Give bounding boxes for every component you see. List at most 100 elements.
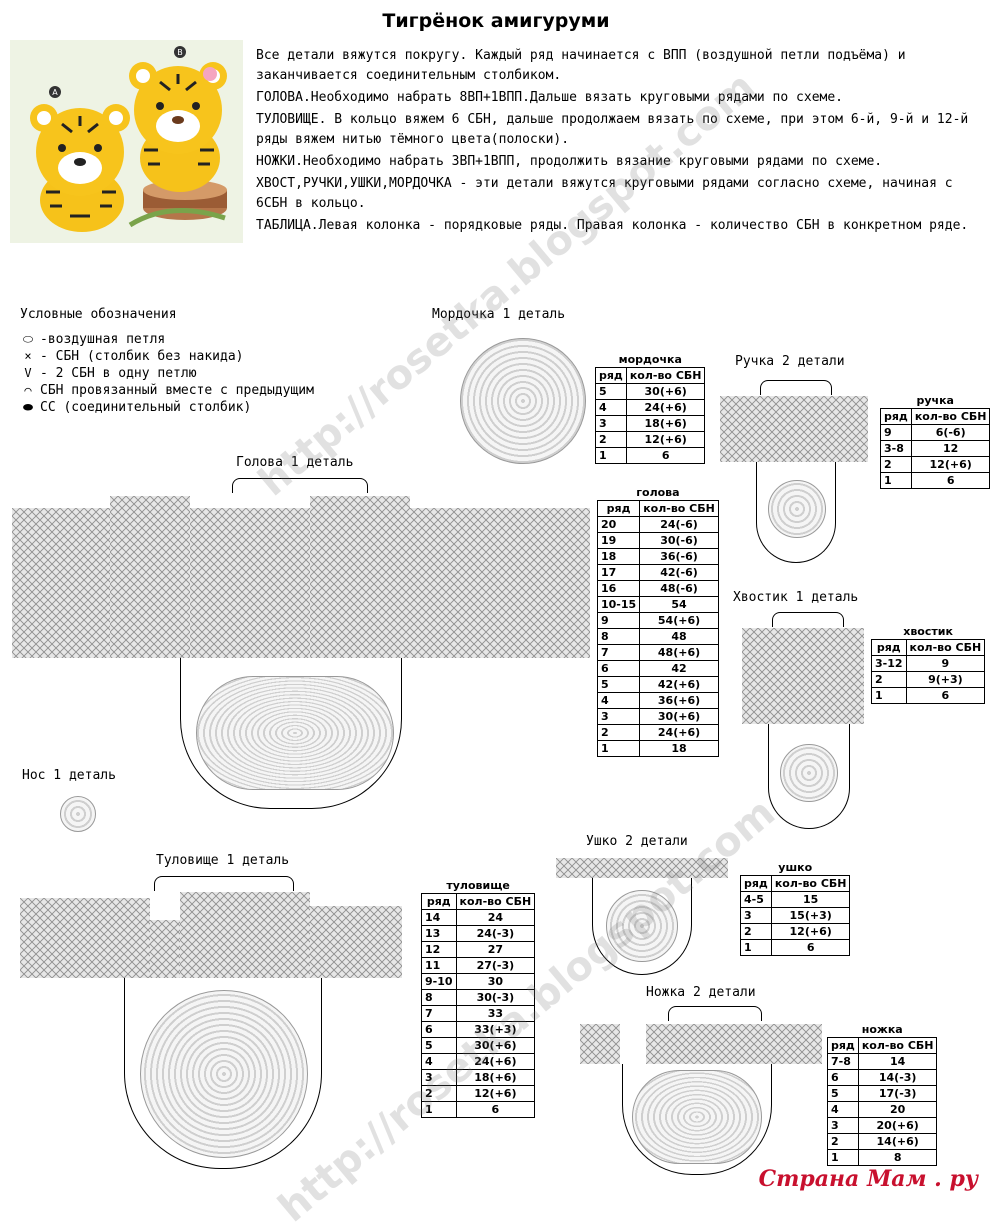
table-header-cell: кол-во СБН: [455, 893, 536, 910]
table-header-cell: кол-во СБН: [857, 1037, 938, 1054]
ruchka-bracket: [760, 380, 832, 395]
table-caption: туловище: [421, 878, 535, 894]
row-number-cell: 8: [596, 628, 641, 645]
stitch-count-cell: 20: [857, 1101, 938, 1118]
stitch-count-cell: 14: [857, 1053, 938, 1070]
ushko-grid: [556, 858, 728, 878]
row-number-cell: 13: [421, 925, 457, 942]
stitch-count-cell: 9: [905, 655, 986, 672]
row-number-cell: 20: [596, 516, 641, 533]
stitch-count-cell: 54: [639, 596, 719, 613]
row-number-cell: 1: [596, 740, 641, 757]
stitch-count-cell: 14(+6): [857, 1133, 938, 1150]
stitch-count-cell: 6: [455, 1101, 536, 1118]
chain-stitch-icon: ⬭: [22, 332, 34, 346]
legend: Условные обозначения ⬭-воздушная петля ×…: [20, 306, 314, 416]
row-number-cell: 3: [740, 907, 772, 924]
table-caption: ножка: [827, 1022, 937, 1038]
row-number-cell: 2: [880, 456, 912, 473]
row-number-cell: 14: [421, 909, 457, 926]
stitch-count-cell: 12(+6): [625, 431, 706, 448]
row-number-cell: 5: [596, 676, 641, 693]
row-number-cell: 1: [871, 687, 907, 704]
legend-item: ×- СБН (столбик без накида): [20, 348, 314, 365]
stitch-count-cell: 27: [455, 941, 536, 958]
row-number-cell: 10-15: [596, 596, 641, 613]
table-header-cell: ряд: [421, 893, 457, 910]
stitch-count-cell: 48: [639, 628, 719, 645]
table-caption: мордочка: [595, 352, 705, 368]
slip-stitch-icon: ⬬: [22, 400, 34, 414]
khvostik-bracket: [772, 612, 844, 627]
stitch-count-cell: 24: [455, 909, 536, 926]
decrease-icon: ⌒: [24, 383, 32, 397]
label-nos: Нос 1 деталь: [22, 768, 116, 783]
tulovishche-bracket: [154, 876, 294, 891]
stitch-count-cell: 6: [905, 687, 986, 704]
stitch-count-cell: 6(-6): [910, 424, 991, 441]
legend-item: V- 2 СБН в одну петлю: [20, 365, 314, 382]
stitch-count-cell: 6: [770, 939, 851, 956]
intro-paragraph: ГОЛОВА.Необходимо набрать 8ВП+1ВПП.Дальш…: [256, 90, 843, 105]
row-number-cell: 17: [596, 564, 641, 581]
row-number-cell: 7: [421, 1005, 457, 1022]
row-number-cell: 3-8: [880, 440, 912, 457]
row-number-cell: 11: [421, 957, 457, 974]
legend-item: ⬬СС (соединительный столбик): [20, 399, 314, 416]
intro-text: Все детали вяжутся покругу. Каждый ряд н…: [256, 46, 976, 238]
row-number-cell: 9-10: [421, 973, 457, 990]
row-number-cell: 4: [827, 1101, 859, 1118]
table-header-cell: кол-во СБН: [625, 367, 706, 384]
row-number-cell: 3: [596, 708, 641, 725]
row-number-cell: 5: [595, 383, 627, 400]
row-number-cell: 16: [596, 580, 641, 597]
tulovishche-diagram: [140, 990, 308, 1158]
stitch-count-cell: 6: [910, 472, 991, 489]
table-header-cell: кол-во СБН: [639, 500, 719, 517]
badge-b: B: [177, 48, 183, 57]
table-header-cell: ряд: [595, 367, 627, 384]
legend-item: ⌒СБН провязанный вместе с предыдущим: [20, 382, 314, 399]
row-number-cell: 2: [871, 671, 907, 688]
single-crochet-icon: ×: [24, 349, 32, 363]
table-header-cell: ряд: [596, 500, 641, 517]
table-header-cell: кол-во СБН: [910, 408, 991, 425]
stitch-count-cell: 30(-3): [455, 989, 536, 1006]
legend-item: ⬭-воздушная петля: [20, 331, 314, 348]
stitch-count-cell: 36(-6): [639, 548, 719, 565]
tulovishche-grid-gap: [150, 920, 180, 978]
tulovishche-grid-left: [20, 898, 150, 978]
nozhka-grid-right: [646, 1024, 822, 1064]
khvostik-diagram: [780, 744, 838, 802]
row-number-cell: 8: [421, 989, 457, 1006]
golova-grid-b: [190, 508, 310, 658]
stitch-count-cell: 24(-6): [639, 516, 719, 533]
nozhka-bracket: [668, 1006, 762, 1021]
